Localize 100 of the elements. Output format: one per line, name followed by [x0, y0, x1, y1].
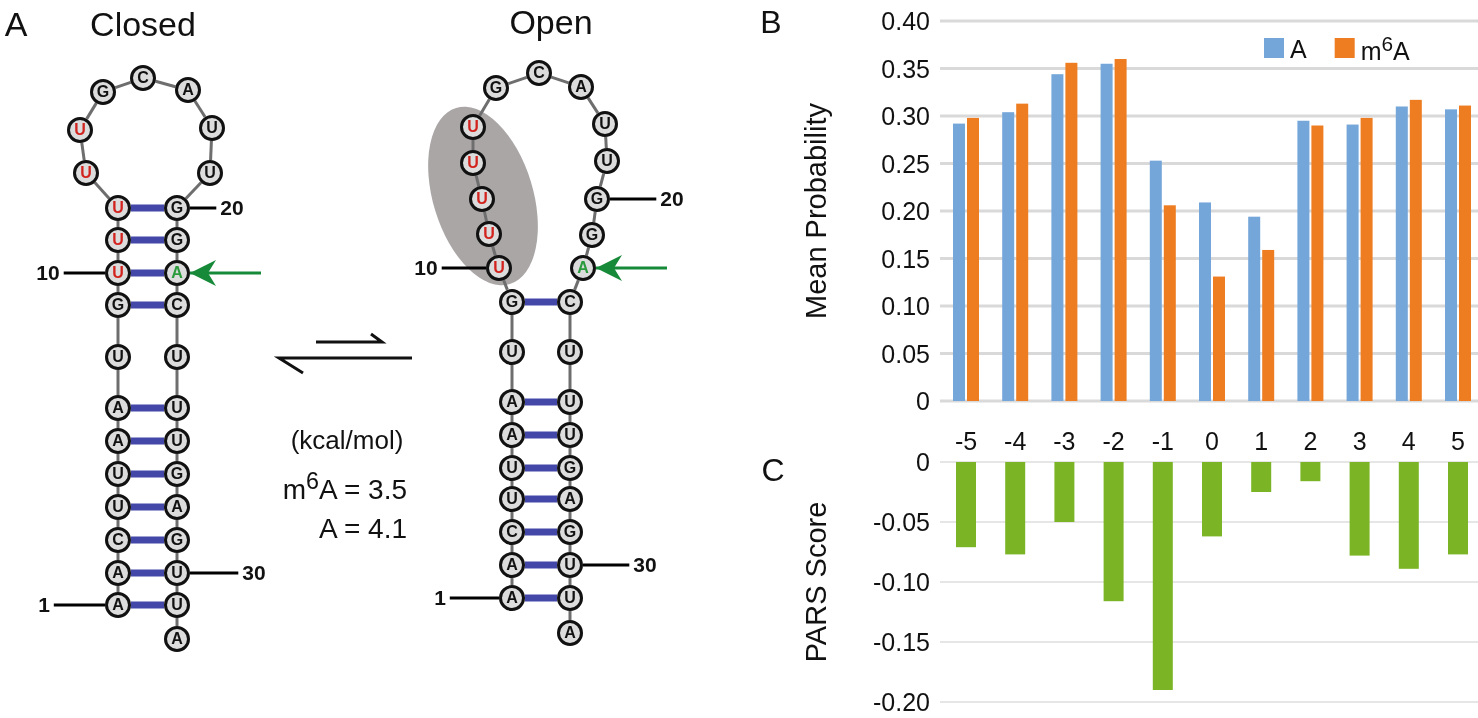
backbone-line [568, 545, 572, 552]
category-label: 5 [1451, 428, 1465, 454]
category-label: 0 [1205, 428, 1219, 454]
position-number: 30 [633, 553, 657, 577]
nucleotide-circle: A [568, 74, 594, 100]
backbone-line [93, 181, 111, 200]
backbone-line [175, 586, 179, 592]
leader-line [63, 271, 105, 275]
position-number: 20 [220, 196, 244, 220]
axis-tick-label: 0.35 [881, 56, 930, 81]
leader-line [190, 571, 239, 575]
base-pair-bond [525, 464, 557, 472]
position-number: 1 [434, 586, 446, 610]
backbone-line [598, 173, 606, 187]
nucleotide-circle: U [164, 560, 190, 586]
axis-tick-label: -0.05 [873, 509, 930, 535]
category-label: 1 [1254, 428, 1269, 454]
nucleotide-circle: A [557, 486, 583, 512]
backbone-line [510, 415, 514, 422]
backbone-line [175, 286, 179, 292]
base-pair-bond [131, 503, 164, 511]
axis-tick-label: 0.20 [881, 198, 930, 224]
backbone-line [568, 512, 572, 519]
backbone-line [184, 181, 203, 200]
base-pair-bond [525, 561, 557, 569]
nucleotide-circle: U [557, 389, 583, 415]
backbone-line [510, 578, 514, 585]
backbone-line [592, 211, 597, 223]
axis-tick-label: 0.30 [881, 103, 930, 129]
nucleotide-circle: A [499, 585, 525, 611]
category-label: -2 [1102, 428, 1125, 454]
nucleotide-circle: A [164, 494, 190, 520]
backbone-line [568, 578, 572, 585]
axis-title: PARS Score [801, 501, 831, 663]
nucleotide-circle: G [483, 75, 509, 101]
backbone-line [155, 79, 176, 89]
backbone-line [175, 553, 179, 560]
backbone-line [175, 520, 179, 527]
backbone-line [510, 448, 514, 455]
nucleotide-circle: U [499, 339, 525, 365]
nucleotide-circle: A [570, 255, 596, 281]
nucleotide-circle: G [164, 527, 190, 553]
category-label: 4 [1401, 428, 1416, 454]
nucleotide-circle: A [499, 389, 525, 415]
axis-tick-label: 0.10 [881, 293, 930, 319]
backbone-line [175, 318, 179, 344]
backbone-line [116, 221, 120, 227]
backbone-line [507, 75, 528, 86]
backbone-line [502, 279, 509, 291]
base-pair-bond [525, 398, 557, 406]
backbone-line [116, 520, 120, 527]
nucleotide-circle: U [197, 160, 223, 186]
nucleotide-circle: G [579, 222, 605, 248]
nucleotide-circle: A [499, 552, 525, 578]
nucleotide-circle: A [164, 260, 190, 286]
backbone-line [116, 318, 120, 344]
backbone-line [116, 487, 120, 494]
nucleotide-circle: U [105, 227, 131, 253]
axis-tick-label: 0.05 [881, 341, 930, 366]
category-label: 3 [1352, 428, 1367, 454]
nucleotide-circle: U [557, 552, 583, 578]
arrow [190, 260, 261, 286]
backbone-line [175, 454, 179, 461]
backbone-line [483, 211, 488, 222]
backbone-line [510, 545, 514, 552]
panel-title: Closed [90, 7, 196, 41]
leader-line [441, 266, 486, 270]
backbone-line [568, 611, 572, 620]
axis-tick-label: -0.20 [873, 689, 930, 715]
nucleotide-circle: A [105, 592, 131, 618]
base-pair-bond [131, 269, 164, 277]
backbone-line [116, 421, 120, 428]
panel-letter: C [761, 454, 785, 486]
position-number: 20 [660, 187, 684, 211]
backbone-line [114, 80, 132, 90]
backbone-line [471, 140, 475, 150]
backbone-line [175, 421, 179, 428]
axis-tick-label: 0.15 [881, 246, 930, 271]
nucleotide-circle: G [499, 289, 525, 315]
panel-title: Open [509, 5, 593, 39]
backbone-line [510, 512, 514, 519]
backbone-line [568, 481, 572, 486]
leader-line [190, 206, 217, 210]
backbone-line [568, 365, 572, 389]
category-label: -3 [1053, 428, 1076, 454]
leader-line [449, 596, 499, 600]
nucleotide-circle: G [584, 186, 610, 212]
axis-tick-label: 0.40 [881, 8, 930, 34]
unit-label: (kcal/mol) [290, 427, 404, 453]
nucleotide-circle: C [499, 519, 525, 545]
nucleotide-circle: U [164, 395, 190, 421]
nucleotide-circle: G [557, 455, 583, 481]
nucleotide-circle: A [499, 422, 525, 448]
leader-line [583, 563, 630, 567]
position-number: 10 [36, 261, 60, 285]
backbone-line [175, 618, 179, 626]
category-label: -5 [954, 428, 978, 454]
backbone-line [175, 253, 179, 260]
base-pair-bond [131, 404, 164, 412]
backbone-line [474, 175, 481, 187]
